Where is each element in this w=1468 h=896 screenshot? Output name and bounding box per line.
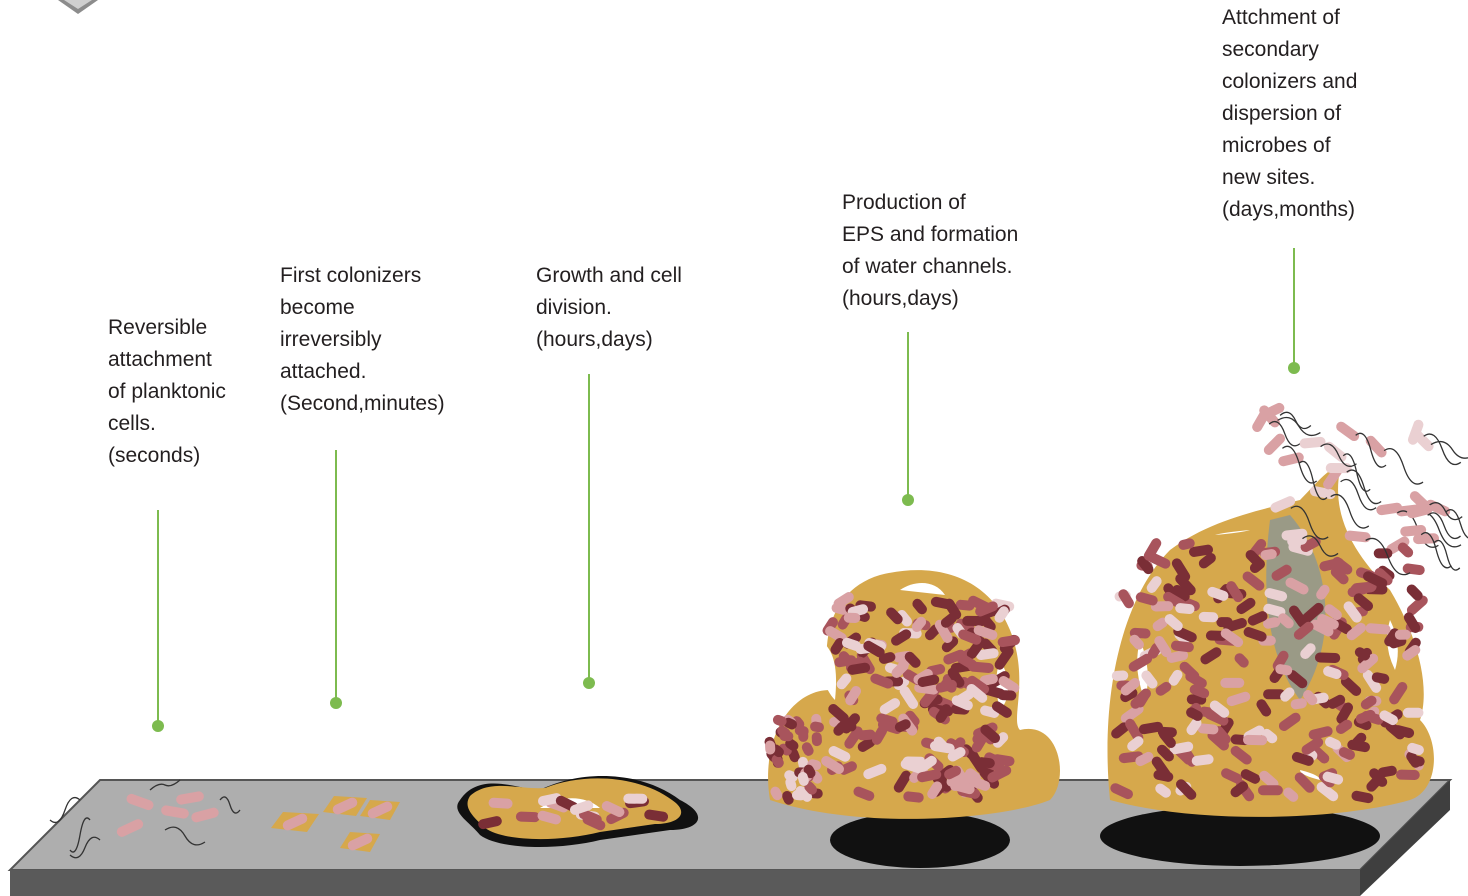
- flagellum: [1431, 442, 1468, 459]
- stage-label-line: cells.: [108, 408, 226, 440]
- stage-label-line: (hours,days): [842, 283, 1018, 315]
- bacterium-cell: [488, 797, 513, 809]
- stage-label-line: attachment: [108, 344, 226, 376]
- bacterium-cell: [844, 613, 861, 624]
- stage-label-line: division.: [536, 292, 682, 324]
- bacterium-cell: [516, 811, 540, 822]
- stage-label-line: new sites.: [1222, 162, 1357, 194]
- stage-label-5: Attchment of secondary colonizers and di…: [1222, 2, 1357, 226]
- pointer-dot: [1288, 362, 1300, 374]
- stage-label-line: dispersion of: [1222, 98, 1357, 130]
- bacterium-cell: [1403, 708, 1424, 718]
- flagellum: [1280, 412, 1311, 428]
- pointer-dot: [330, 697, 342, 709]
- pointer-dot: [902, 494, 914, 506]
- corner-logo-icon: [58, 0, 98, 14]
- stage-label-2: First colonizers become irreversibly att…: [280, 260, 445, 420]
- pointer-dot: [583, 677, 595, 689]
- dispersing-cell: [1322, 440, 1349, 464]
- stage-label-1: Reversible attachment of planktonic cell…: [108, 312, 226, 472]
- stage-label-line: attached.: [280, 356, 445, 388]
- flagellum: [1341, 479, 1376, 509]
- stage-label-line: of water channels.: [842, 251, 1018, 283]
- stage-label-line: First colonizers: [280, 260, 445, 292]
- bacterium-cell: [1258, 785, 1283, 795]
- dispersing-cell: [1277, 451, 1305, 467]
- dispersing-cell: [1262, 432, 1287, 458]
- bacterium-cell: [997, 690, 1016, 701]
- biofilm-shadow: [830, 812, 1010, 868]
- stage-label-line: (days,months): [1222, 194, 1357, 226]
- stage-label-line: (Second,minutes): [280, 388, 445, 420]
- stage-label-line: (seconds): [108, 440, 226, 472]
- dispersing-cell: [1299, 436, 1326, 448]
- stage-label-line: (hours,days): [536, 324, 682, 356]
- bacterium-cell: [1395, 630, 1411, 640]
- bacterium-cell: [623, 794, 647, 804]
- stage-label-line: secondary: [1222, 34, 1357, 66]
- stage-label-line: of planktonic: [108, 376, 226, 408]
- bacterium-cell: [1243, 735, 1267, 746]
- bacterium-cell: [1315, 652, 1341, 663]
- stage-label-line: EPS and formation: [842, 219, 1018, 251]
- stage-label-line: Production of: [842, 187, 1018, 219]
- stage-label-line: irreversibly: [280, 324, 445, 356]
- bacterium-cell: [1220, 678, 1244, 688]
- stage-label-line: Growth and cell: [536, 260, 682, 292]
- stage-label-4: Production of EPS and formation of water…: [842, 187, 1018, 315]
- dispersing-cell: [1334, 420, 1361, 443]
- bacterium-cell: [1112, 670, 1129, 681]
- stage-label-line: Reversible: [108, 312, 226, 344]
- flagellum: [1347, 470, 1381, 504]
- flagellum: [1384, 449, 1423, 484]
- bacterium-cell: [1374, 548, 1393, 558]
- stage-label-line: microbes of: [1222, 130, 1357, 162]
- bacterium-cell: [1396, 770, 1420, 781]
- stage-5-dispersion: [1100, 401, 1468, 866]
- bacterium-cell: [1365, 623, 1391, 635]
- bacterium-cell: [1199, 612, 1219, 623]
- dispersing-cell: [1364, 434, 1389, 460]
- stage-label-line: become: [280, 292, 445, 324]
- stage-label-3: Growth and cell division. (hours,days): [536, 260, 682, 356]
- bacterium-cell: [962, 616, 987, 626]
- stage-label-line: Attchment of: [1222, 2, 1357, 34]
- bacterium-cell: [798, 728, 809, 742]
- bacterium-cell: [1402, 563, 1425, 576]
- pointer-dot: [152, 720, 164, 732]
- stage-label-line: colonizers and: [1222, 66, 1357, 98]
